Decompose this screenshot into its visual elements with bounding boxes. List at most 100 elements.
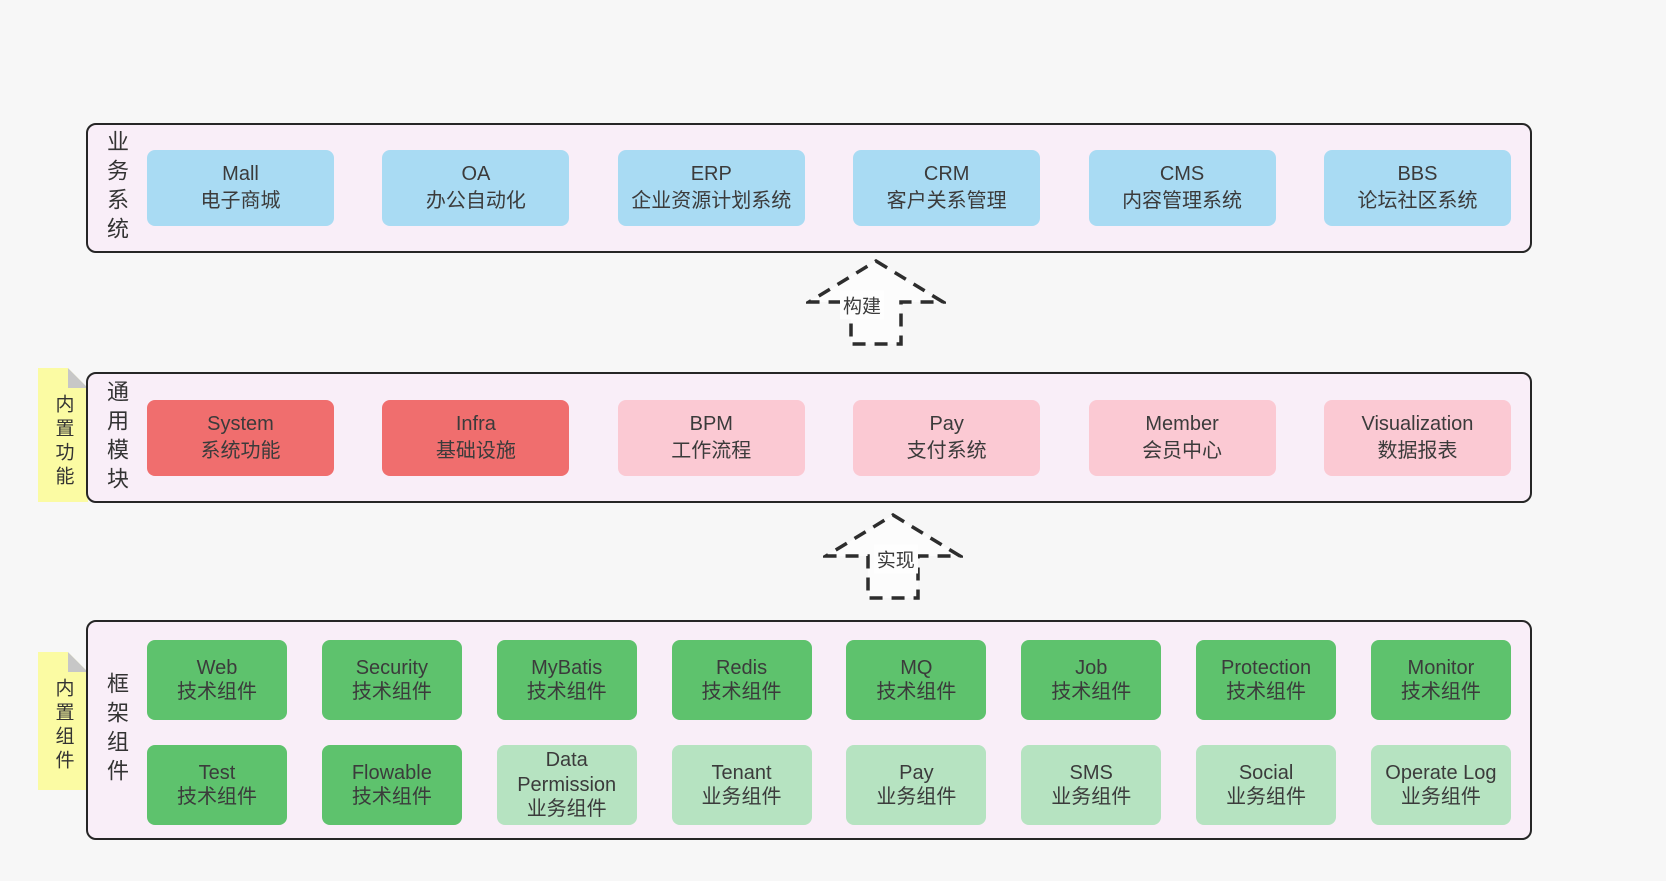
node-subtitle: 客户关系管理 xyxy=(886,190,1007,212)
node-subtitle: 业务组件 xyxy=(1051,786,1132,808)
node-title: CMS xyxy=(1159,163,1205,185)
node-subtitle: 技术组件 xyxy=(177,786,257,808)
node-pay-system: Pay 支付系统 xyxy=(853,399,1041,476)
node-visualization: Visualization 数据报表 xyxy=(1323,399,1511,476)
node-subtitle: 数据报表 xyxy=(1377,439,1458,462)
node-title: OA xyxy=(461,163,491,185)
node-title: BBS xyxy=(1397,163,1438,185)
node-title: Data Permission xyxy=(517,749,617,796)
sticky-note-built-in-features: 内置功能 xyxy=(38,368,88,502)
node-bbs: BBS 论坛社区系统 xyxy=(1323,150,1511,226)
node-title: Web xyxy=(196,656,238,679)
band-label: 框架组件 xyxy=(104,672,129,788)
node-mq: MQ 技术组件 xyxy=(846,640,987,720)
node-title: BPM xyxy=(689,412,733,435)
up-arrow-build: 构建 xyxy=(806,259,946,347)
node-system: System 系统功能 xyxy=(147,399,334,476)
node-cms: CMS 内容管理系统 xyxy=(1088,150,1276,226)
node-subtitle: 内容管理系统 xyxy=(1122,190,1243,212)
node-subtitle: 技术组件 xyxy=(1226,681,1307,703)
node-data-permission: Data Permission 业务组件 xyxy=(496,745,637,825)
node-title: Monitor xyxy=(1407,656,1475,679)
folded-corner-icon xyxy=(68,652,88,672)
node-title: MQ xyxy=(900,656,933,679)
node-pay-component: Pay 业务组件 xyxy=(846,745,987,825)
node-title: Redis xyxy=(715,656,768,679)
sticky-note-label: 内置功能 xyxy=(52,394,74,490)
framework-row-2: Test 技术组件 Flowable 技术组件 Data Permission … xyxy=(147,745,1511,825)
band-common-modules: 通用模块 System 系统功能 Infra 基础设施 BPM 工作流程 Pay… xyxy=(86,372,1532,503)
node-title: Tenant xyxy=(711,761,772,784)
arrow-label: 构建 xyxy=(839,290,885,320)
node-operate-log: Operate Log 业务组件 xyxy=(1370,745,1511,825)
up-arrow-implement: 实现 xyxy=(823,513,963,601)
node-flowable: Flowable 技术组件 xyxy=(321,745,462,825)
band-label: 业务系统 xyxy=(104,130,129,246)
sticky-note-label: 内置组件 xyxy=(52,678,74,774)
node-subtitle: 技术组件 xyxy=(177,681,257,703)
node-subtitle: 技术组件 xyxy=(351,786,432,808)
node-subtitle: 支付系统 xyxy=(906,439,987,462)
band-framework-components: 框架组件 Web 技术组件 Security 技术组件 MyBatis 技术组件… xyxy=(86,620,1532,840)
arrow-label: 实现 xyxy=(873,544,918,574)
node-title: Pay xyxy=(929,412,964,435)
node-subtitle: 企业资源计划系统 xyxy=(631,190,792,212)
node-member: Member 会员中心 xyxy=(1088,399,1276,476)
node-subtitle: 工作流程 xyxy=(671,439,752,462)
node-subtitle: 业务组件 xyxy=(701,786,782,808)
node-subtitle: 技术组件 xyxy=(1400,681,1481,703)
node-erp: ERP 企业资源计划系统 xyxy=(617,150,805,226)
node-test: Test 技术组件 xyxy=(147,745,287,825)
node-title: Pay xyxy=(899,761,934,784)
node-title: Job xyxy=(1075,656,1108,679)
node-web: Web 技术组件 xyxy=(147,640,287,720)
node-subtitle: 电子商城 xyxy=(200,190,281,212)
node-subtitle: 业务组件 xyxy=(1226,786,1307,808)
node-subtitle: 技术组件 xyxy=(526,681,607,703)
node-title: ERP xyxy=(690,163,732,185)
node-title: System xyxy=(207,412,274,435)
node-title: Member xyxy=(1145,412,1219,435)
band-label: 通用模块 xyxy=(104,379,129,496)
node-infra: Infra 基础设施 xyxy=(382,399,570,476)
folded-corner-icon xyxy=(68,368,88,388)
node-title: SMS xyxy=(1069,761,1113,784)
band-business-systems: 业务系统 Mall 电子商城 OA 办公自动化 ERP 企业资源计划系统 CRM… xyxy=(86,123,1532,253)
node-job: Job 技术组件 xyxy=(1021,640,1162,720)
node-subtitle: 技术组件 xyxy=(876,681,957,703)
node-subtitle: 技术组件 xyxy=(1051,681,1132,703)
node-title: Infra xyxy=(455,412,496,435)
node-bpm: BPM 工作流程 xyxy=(617,399,805,476)
node-title: Operate Log xyxy=(1385,761,1497,784)
node-security: Security 技术组件 xyxy=(321,640,462,720)
node-title: Social xyxy=(1238,761,1294,784)
node-oa: OA 办公自动化 xyxy=(382,150,570,226)
node-tenant: Tenant 业务组件 xyxy=(671,745,812,825)
framework-row-1: Web 技术组件 Security 技术组件 MyBatis 技术组件 Redi… xyxy=(147,640,1511,720)
node-crm: CRM 客户关系管理 xyxy=(853,150,1041,226)
node-subtitle: 业务组件 xyxy=(526,798,607,821)
node-sms: SMS 业务组件 xyxy=(1021,745,1162,825)
node-subtitle: 技术组件 xyxy=(701,681,782,703)
node-title: Security xyxy=(355,656,428,679)
node-title: MyBatis xyxy=(531,656,603,679)
node-subtitle: 技术组件 xyxy=(351,681,432,703)
node-subtitle: 系统功能 xyxy=(200,439,281,462)
node-title: CRM xyxy=(923,163,970,185)
node-monitor: Monitor 技术组件 xyxy=(1370,640,1511,720)
sticky-note-built-in-components: 内置组件 xyxy=(38,652,88,790)
node-subtitle: 会员中心 xyxy=(1142,439,1223,462)
node-redis: Redis 技术组件 xyxy=(671,640,812,720)
node-title: Protection xyxy=(1221,656,1312,679)
node-subtitle: 基础设施 xyxy=(435,439,516,462)
node-title: Flowable xyxy=(351,761,432,784)
node-subtitle: 业务组件 xyxy=(876,786,957,808)
node-social: Social 业务组件 xyxy=(1196,745,1337,825)
node-subtitle: 论坛社区系统 xyxy=(1357,190,1478,212)
node-subtitle: 业务组件 xyxy=(1400,786,1481,808)
node-mybatis: MyBatis 技术组件 xyxy=(496,640,637,720)
node-title: Mall xyxy=(222,163,259,185)
node-protection: Protection 技术组件 xyxy=(1196,640,1337,720)
node-mall: Mall 电子商城 xyxy=(147,150,334,226)
